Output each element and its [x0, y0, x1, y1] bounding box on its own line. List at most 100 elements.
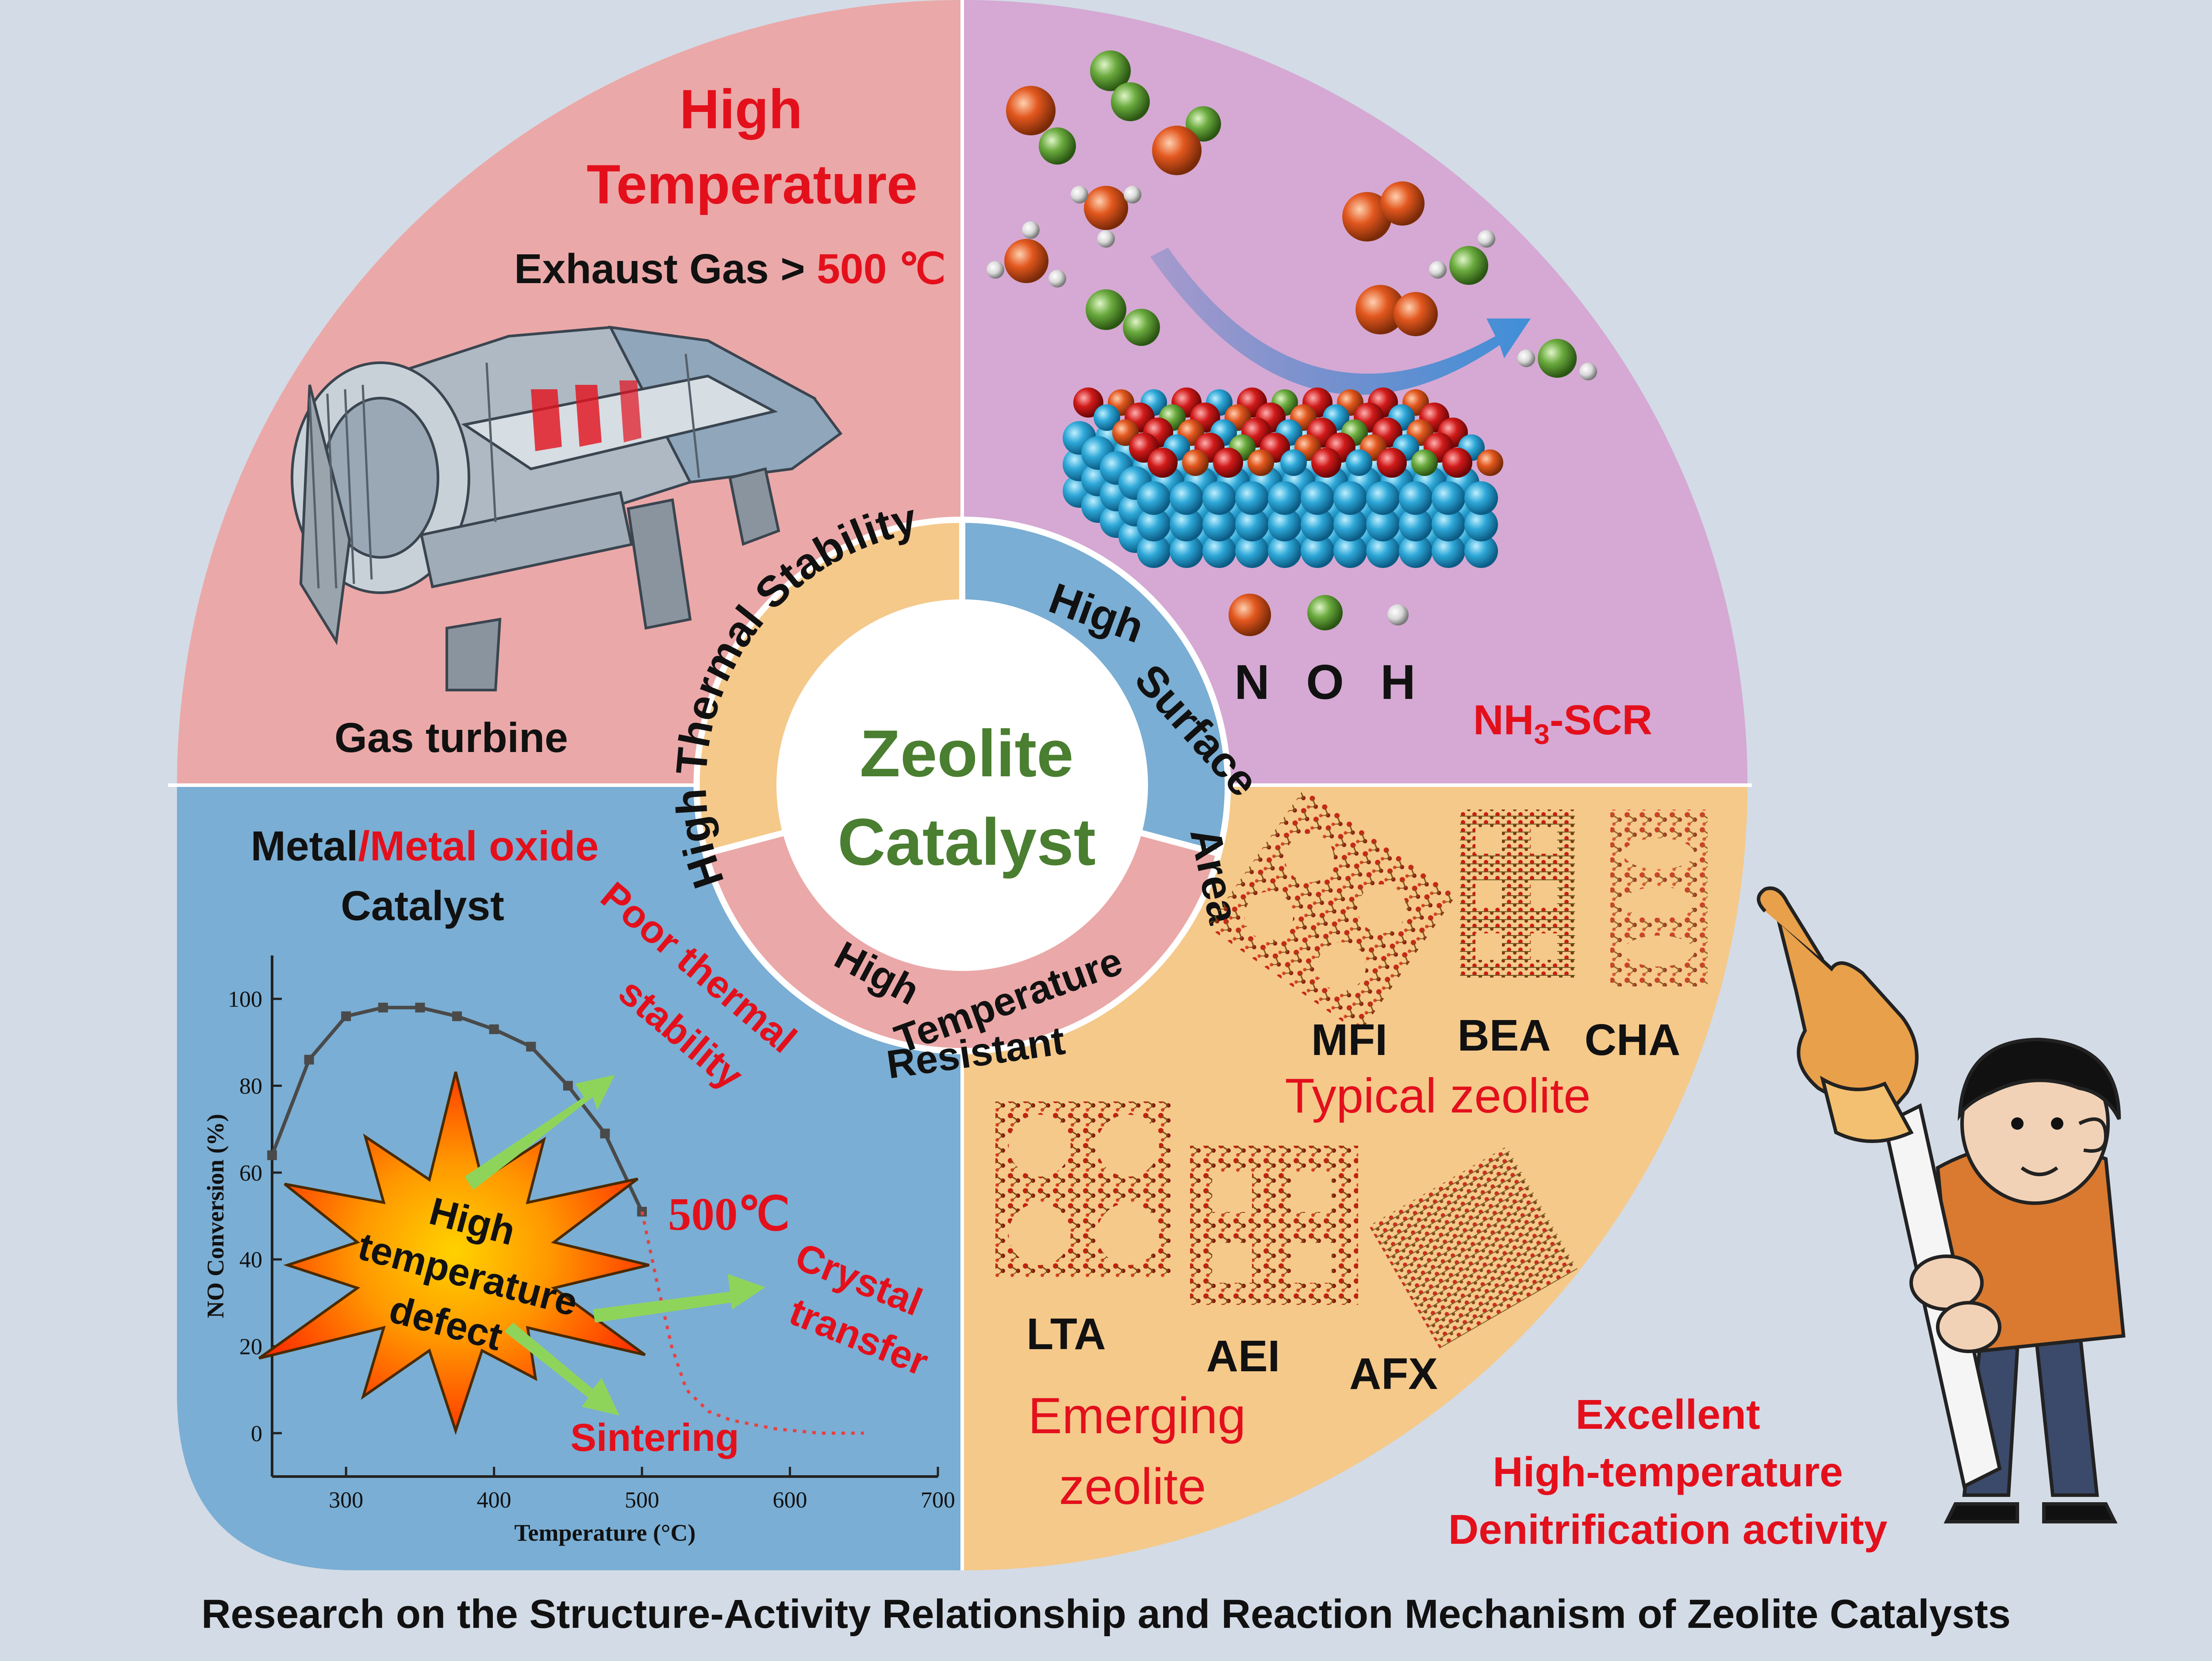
center-title-catalyst: Catalyst [837, 805, 1096, 879]
series-point [489, 1024, 499, 1034]
series-point [304, 1055, 314, 1065]
reaction-arrow [1150, 248, 1531, 395]
catalyst-surface-atom [1411, 449, 1438, 476]
label-bea: BEA [1457, 1011, 1551, 1060]
catalyst-atom [1170, 481, 1203, 515]
label-afx: AFX [1349, 1349, 1438, 1399]
excellent-label-2: High-temperature [1493, 1449, 1843, 1496]
molecule-atom [1097, 230, 1115, 248]
exhaust-gas-value: 500 ℃ [817, 246, 946, 292]
temperature-marker-500c: 500℃ [668, 1188, 790, 1240]
molecule-atom [1111, 82, 1150, 121]
legend-hydrogen-atom [1387, 604, 1409, 625]
catalyst-atom [1235, 534, 1269, 568]
y-tick-label: 40 [239, 1247, 262, 1273]
catalyst-atom [1202, 534, 1236, 568]
x-tick-label: 400 [477, 1488, 511, 1513]
molecule-atom [1071, 186, 1088, 203]
catalyst-atom [1137, 481, 1171, 515]
x-tick-label: 700 [921, 1488, 955, 1513]
series-point [341, 1011, 351, 1021]
catalyst-atom [1464, 534, 1498, 568]
catalyst-atom [1464, 508, 1498, 541]
molecule-atom [1394, 292, 1438, 336]
defect-arrows [465, 1075, 765, 1415]
exhaust-gas-prefix: Exhaust Gas > [514, 246, 817, 292]
catalyst-surface-atom [1311, 448, 1341, 478]
catalyst-atom [1366, 534, 1400, 568]
atom-legend: N O H [1229, 594, 1416, 710]
y-tick-label: 0 [251, 1421, 262, 1446]
catalyst-surface-atom [1213, 448, 1243, 478]
catalyst-surface-atom [1280, 449, 1307, 476]
metal-title-oxide: /Metal oxide [358, 823, 599, 870]
series-point [526, 1042, 536, 1052]
framework-afx [1369, 1146, 1578, 1349]
catalyst-atom [1268, 534, 1302, 568]
y-tick-label: 80 [239, 1074, 262, 1099]
x-tick-label: 600 [773, 1488, 807, 1513]
cartoon-character [1757, 886, 2126, 1523]
catalyst-atom [1432, 508, 1465, 541]
molecule-atom [1517, 349, 1535, 367]
metal-oxide-title: Metal/Metal oxide [251, 823, 599, 870]
x-tick-label: 300 [329, 1488, 363, 1513]
molecule-atom [1342, 192, 1392, 242]
catalyst-surface-atom [1477, 449, 1503, 476]
framework-lta [995, 1101, 1172, 1278]
y-tick-label: 60 [239, 1161, 262, 1186]
catalyst-surface [1063, 387, 1503, 568]
molecule-atom [1356, 285, 1405, 334]
series-point [267, 1150, 277, 1160]
x-axis-label: Temperature (°C) [514, 1519, 695, 1546]
catalyst-atom [1137, 508, 1171, 541]
catalyst-atom [1301, 508, 1334, 541]
catalyst-atom [1399, 534, 1432, 568]
top-left-title-temperature: Temperature [587, 154, 918, 215]
catalyst-atom [1268, 481, 1302, 515]
molecule-atom [1429, 261, 1447, 279]
y-axis-label: NO Conversion (%) [202, 1114, 229, 1318]
molecule-atom [1124, 186, 1141, 203]
label-cha: CHA [1585, 1015, 1681, 1065]
molecule-atom [1478, 230, 1495, 248]
molecule-atom [1006, 86, 1056, 135]
scr-molecules [987, 50, 1597, 380]
gas-turbine-caption: Gas turbine [334, 714, 568, 761]
framework-cha [1610, 809, 1708, 986]
catalyst-surface-atom [1346, 449, 1372, 476]
legend-nitrogen-atom [1229, 594, 1271, 636]
catalyst-atom [1170, 508, 1203, 541]
catalyst-atom [1301, 534, 1334, 568]
catalyst-atom [1235, 508, 1269, 541]
molecule-atom [1022, 221, 1040, 239]
top-left-title-high: High [680, 79, 803, 140]
molecule-atom [1152, 126, 1202, 175]
legend-label-o: O [1306, 655, 1344, 710]
label-aei: AEI [1206, 1331, 1280, 1381]
catalyst-atom [1366, 508, 1400, 541]
label-mfi: MFI [1311, 1015, 1387, 1065]
catalyst-surface-atom [1094, 404, 1120, 431]
catalyst-surface-atom [1182, 449, 1209, 476]
catalyst-atom [1399, 481, 1432, 515]
series-point [452, 1011, 462, 1021]
catalyst-surface-atom [1073, 387, 1103, 418]
catalyst-atom [1333, 534, 1367, 568]
zeolite-frameworks [995, 789, 1708, 1349]
catalyst-atom [1399, 508, 1432, 541]
catalyst-atom [1464, 481, 1498, 515]
center-title-zeolite: Zeolite [860, 716, 1073, 790]
arrow-to-poor-stability [465, 1075, 615, 1190]
excellent-label-1: Excellent [1575, 1391, 1760, 1438]
catalyst-atom [1432, 534, 1465, 568]
catalyst-surface-atom [1377, 448, 1407, 478]
catalyst-atom [1301, 481, 1334, 515]
framework-aei [1190, 1146, 1358, 1305]
sintering-label: Sintering [570, 1415, 739, 1459]
arrow-to-sintering [504, 1323, 619, 1415]
x-tick-label: 500 [625, 1488, 659, 1513]
